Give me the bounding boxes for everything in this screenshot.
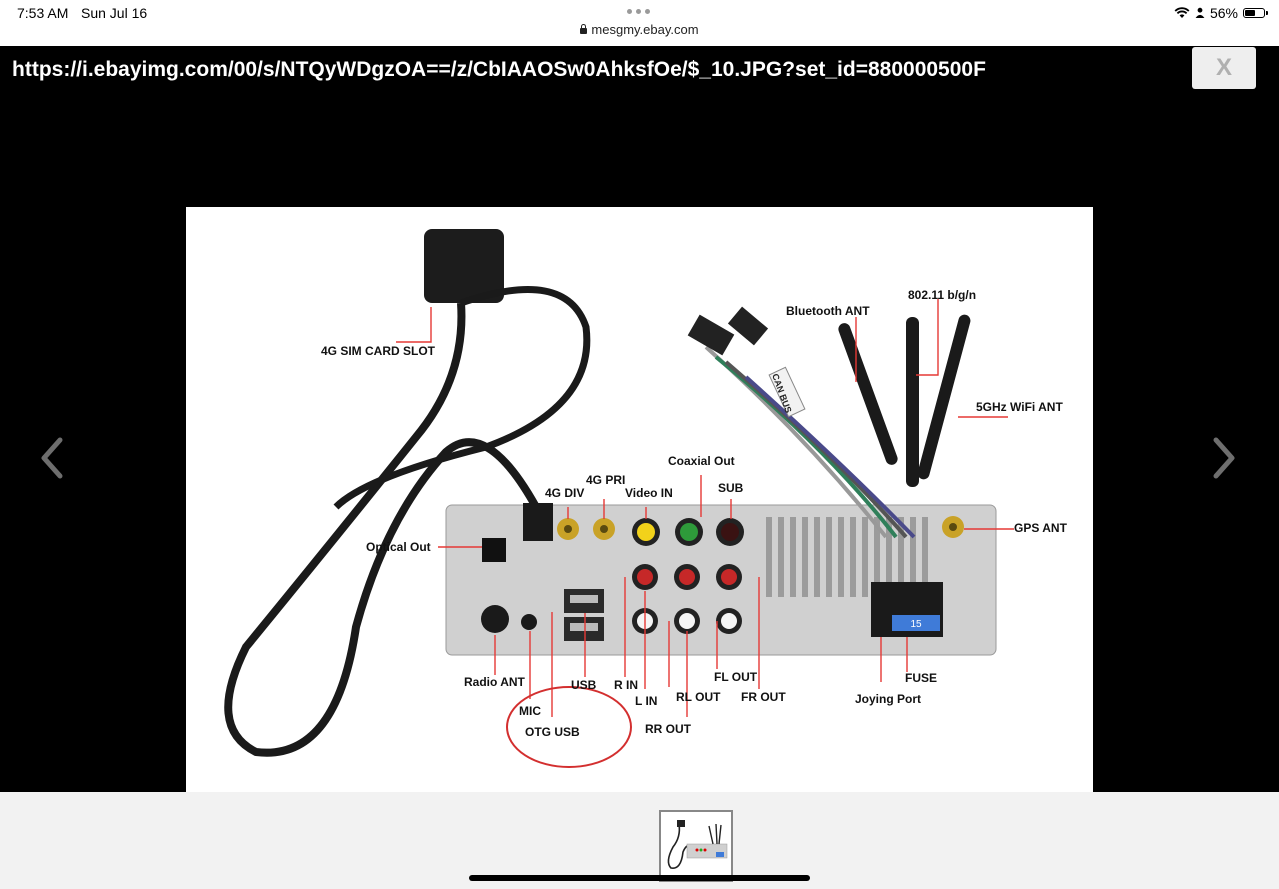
lock-icon: [580, 24, 588, 34]
label-mic: MIC: [519, 704, 541, 718]
image-url-title: https://i.ebayimg.com/00/s/NTQyWDgzOA==/…: [12, 58, 986, 81]
label-fuse: FUSE: [905, 671, 937, 685]
label-flout: FL OUT: [714, 670, 758, 684]
label-rlout: RL OUT: [676, 690, 721, 704]
otg-circle-mark: [506, 686, 632, 768]
fuse-value: 15: [910, 619, 922, 630]
label-optical: Optical Out: [366, 540, 431, 554]
battery-percent: 56%: [1209, 5, 1238, 21]
label-video: Video IN: [625, 486, 673, 500]
sim-module: [424, 229, 504, 303]
status-bar: 7:53 AM Sun Jul 16 mesgmy.ebay.com 56%: [0, 0, 1279, 46]
label-rin: R IN: [614, 678, 638, 692]
label-gps: GPS ANT: [1014, 521, 1068, 535]
label-wifi24: 802.11 b/g/n: [908, 288, 976, 302]
product-image: 15: [186, 207, 1093, 792]
home-indicator[interactable]: [469, 875, 810, 881]
label-rrout: RR OUT: [645, 722, 692, 736]
label-sub: SUB: [718, 481, 744, 495]
multitasking-dots-icon[interactable]: [627, 9, 651, 15]
battery-icon: [1243, 8, 1268, 18]
label-bluetooth: Bluetooth ANT: [786, 304, 870, 318]
label-otg: OTG USB: [525, 725, 580, 739]
annotation-lines: [396, 299, 1014, 717]
status-indicators: 56%: [1174, 4, 1268, 22]
chevron-left-icon[interactable]: [38, 436, 68, 480]
status-date: Sun Jul 16: [81, 5, 148, 21]
status-time: 7:53 AM: [17, 5, 69, 21]
label-frout: FR OUT: [741, 690, 786, 704]
label-radio: Radio ANT: [464, 675, 526, 689]
label-joying: Joying Port: [855, 692, 921, 706]
thumbnail-image: [661, 812, 731, 880]
label-wifi5: 5GHz WiFi ANT: [976, 400, 1063, 414]
label-pri: 4G PRI: [586, 473, 625, 487]
address-bar[interactable]: mesgmy.ebay.com: [0, 22, 1279, 37]
label-sim: 4G SIM CARD SLOT: [321, 344, 436, 358]
wifi-icon: [1174, 7, 1190, 18]
thumbnail-strip: [0, 792, 1279, 889]
person-icon: [1195, 7, 1205, 18]
label-usb: USB: [571, 678, 597, 692]
label-lin: L IN: [635, 694, 657, 708]
thumbnail-item[interactable]: [659, 810, 733, 882]
label-coaxial: Coaxial Out: [668, 454, 735, 468]
address-url: mesgmy.ebay.com: [591, 22, 699, 37]
chevron-right-icon[interactable]: [1208, 436, 1238, 480]
wiring-diagram: 15: [224, 229, 1068, 768]
close-button[interactable]: X: [1192, 47, 1256, 89]
label-div: 4G DIV: [545, 486, 584, 500]
